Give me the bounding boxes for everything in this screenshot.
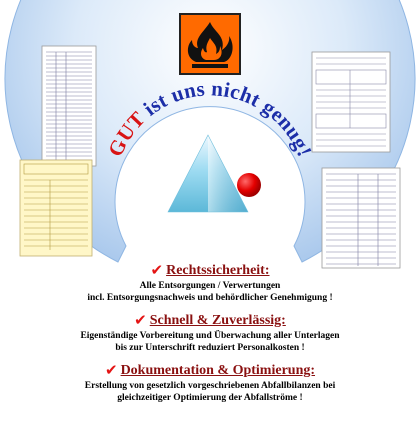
feature-line: gleichzeitiger Optimierung der Abfallstr… (117, 393, 303, 403)
checkmark-icon: ✔ (134, 311, 147, 329)
flammable-hazard-icon (179, 13, 241, 75)
document-thumbnail-right-top (311, 51, 391, 153)
feature-line: incl. Entsorgungsnachweis und behördlich… (87, 293, 333, 303)
feature-title: Schnell & Zuverlässig: (149, 312, 286, 328)
feature-title: Dokumentation & Optimierung: (120, 362, 316, 378)
red-sphere (237, 173, 261, 197)
feature-dokumentation-optimierung: ✔ Dokumentation & Optimierung: Erstellun… (0, 362, 420, 404)
document-thumbnail-left-top (41, 45, 97, 167)
feature-schnell-zuverlaessig: ✔ Schnell & Zuverlässig: Eigenständige V… (0, 312, 420, 354)
document-thumbnail-right-bottom (321, 167, 401, 269)
feature-line: Eigenständige Vorbereitung und Überwachu… (80, 331, 340, 341)
document-thumbnail-left-bottom (19, 159, 93, 257)
feature-rechtssicherheit: ✔ Rechtssicherheit: Alle Entsorgungen / … (0, 262, 420, 304)
pyramid-graphic (167, 134, 249, 213)
feature-line: bis zur Unterschrift reduziert Personalk… (115, 343, 305, 353)
feature-title: Rechtssicherheit: (166, 262, 270, 278)
checkmark-icon: ✔ (104, 361, 118, 379)
feature-line: Erstellung von gesetzlich vorgeschrieben… (84, 381, 336, 391)
checkmark-icon: ✔ (150, 261, 164, 279)
feature-line: Alle Entsorgungen / Verwertungen (139, 281, 281, 291)
